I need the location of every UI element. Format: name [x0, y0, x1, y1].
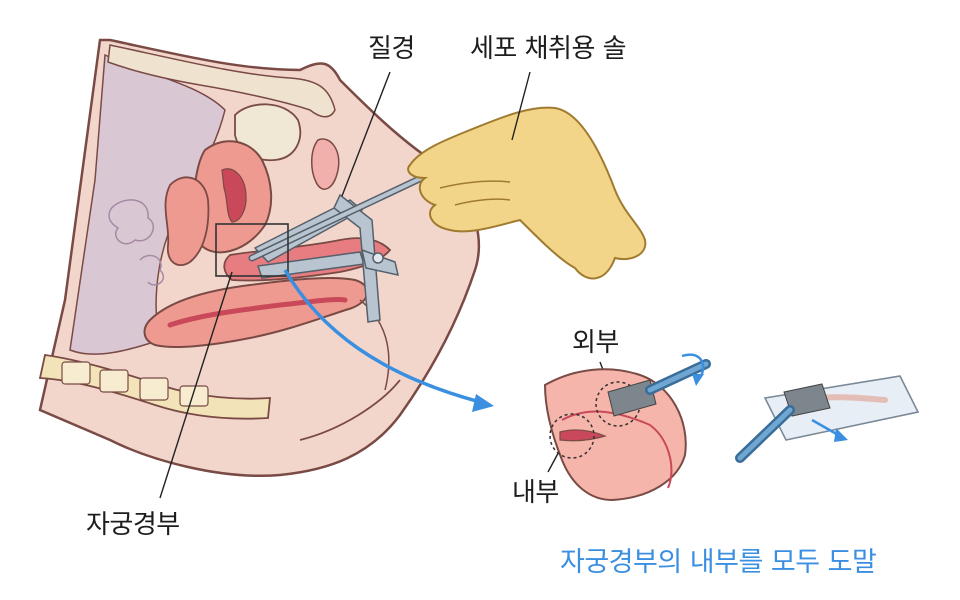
buttock-outline	[299, 379, 401, 441]
cervix-highlight-box	[215, 223, 289, 277]
intestine	[108, 199, 154, 245]
caption: 자궁경부의 내부를 모두 도말	[560, 547, 877, 578]
cervix-closeup	[543, 353, 711, 502]
rectum	[143, 276, 369, 349]
intestine-fold	[139, 254, 165, 286]
brush-leader	[511, 71, 531, 141]
label-brush: 세포 채취용 솔	[470, 34, 627, 64]
gloved-hand	[407, 106, 647, 280]
glass-slide	[735, 375, 920, 463]
fallopian-tube	[164, 176, 210, 267]
inner-zone-ring	[549, 413, 595, 459]
leader-lines	[159, 71, 611, 499]
label-speculum: 질경	[368, 34, 415, 64]
label-outer: 외부	[572, 328, 619, 358]
abdominal-wall	[107, 44, 336, 118]
label-cervix: 자궁경부	[86, 510, 180, 540]
pubic-bone	[311, 138, 340, 190]
vertebrae	[61, 361, 209, 407]
label-inner: 내부	[512, 478, 559, 508]
magnify-arrow	[283, 269, 494, 412]
uterine-cavity	[221, 168, 247, 223]
rectal-lumen	[167, 296, 348, 328]
speculum-leader	[341, 71, 391, 197]
closeup-brush	[607, 359, 711, 417]
cervix-leader	[159, 271, 233, 499]
